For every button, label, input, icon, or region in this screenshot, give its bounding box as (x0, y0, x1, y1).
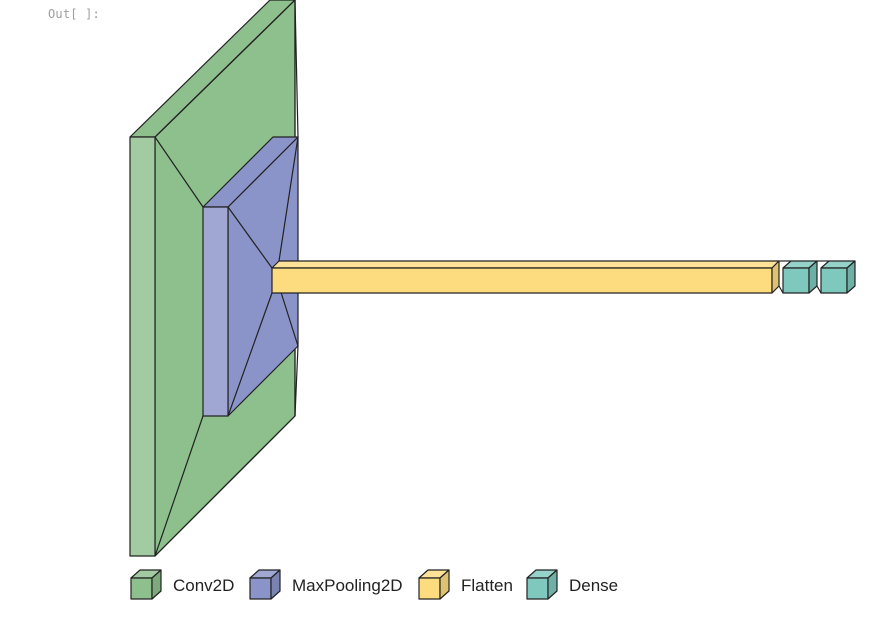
conv2d-edge (154, 0, 296, 138)
legend-maxpooling2d-icon (249, 569, 281, 600)
flatten-block (271, 260, 780, 294)
legend-flatten-icon (418, 569, 450, 600)
dense-2-side-face (846, 260, 856, 294)
maxpooling2d-block (202, 136, 299, 417)
pool-flatten-connectors (227, 136, 299, 417)
dense-1-block (782, 260, 818, 294)
dense-dense-connectors (816, 260, 829, 294)
conv-pool-connectors (154, 0, 299, 557)
flatten-front-face (271, 267, 773, 294)
maxpooling2d-front-face (202, 206, 229, 417)
legend: Conv2D MaxPooling2D Flatten Dense (130, 569, 618, 600)
legend-maxpooling2d-label: MaxPooling2D (292, 576, 403, 595)
legend-dense-label: Dense (569, 576, 618, 595)
legend-conv2d-icon (130, 569, 162, 600)
flatten-dense-connectors (778, 260, 791, 294)
legend-flatten-label: Flatten (461, 576, 513, 595)
legend-conv2d-label: Conv2D (173, 576, 234, 595)
conv2d-edge (154, 415, 296, 557)
dense-2-front-face (820, 267, 848, 294)
flatten-top-face (271, 260, 780, 269)
output-prompt: Out[ ]: (48, 7, 100, 21)
dense-2-block (820, 260, 856, 294)
dense-1-front-face (782, 267, 810, 294)
conv2d-front-face (129, 136, 156, 557)
legend-dense-icon (526, 569, 558, 600)
